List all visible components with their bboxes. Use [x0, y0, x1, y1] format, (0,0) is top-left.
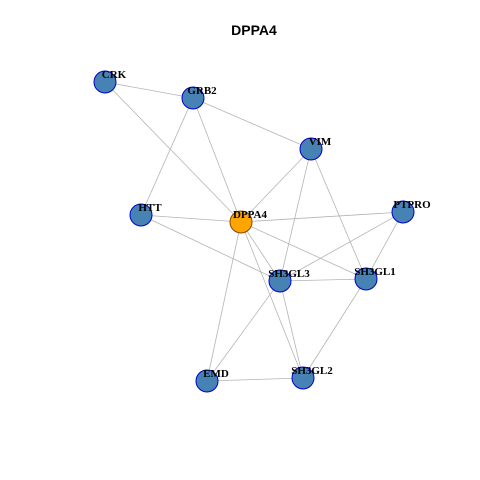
node-sh3gl3: SH3GL3 [268, 268, 310, 293]
edge-dppa4-sh3gl3 [240, 221, 281, 282]
edge-dppa4-emd [206, 221, 242, 382]
node-label: GRB2 [187, 85, 217, 97]
node-label: SH3GL1 [354, 266, 396, 278]
edge-sh3gl3-sh3gl1 [279, 278, 367, 282]
node-circle [181, 86, 205, 110]
edge-grb2-htt [140, 97, 194, 216]
node-circle [129, 203, 153, 227]
edge-htt-dppa4 [140, 214, 242, 223]
node-htt: HTT [129, 202, 162, 227]
edge-grb2-vim [192, 97, 312, 150]
node-grb2: GRB2 [181, 85, 217, 110]
node-dppa4: DPPA4 [229, 209, 268, 234]
edge-sh3gl3-sh3gl2 [279, 280, 304, 379]
node-circle [299, 137, 323, 161]
node-crk: CRK [93, 69, 127, 94]
edge-ptpro-sh3gl3 [279, 211, 404, 282]
node-ptpro: PTPRO [391, 199, 431, 224]
node-vim: VIM [299, 136, 332, 161]
node-label: SH3GL2 [291, 365, 333, 377]
edge-htt-sh3gl3 [140, 214, 281, 282]
node-label: HTT [138, 202, 162, 214]
edge-dppa4-sh3gl1 [240, 221, 367, 280]
node-circle [229, 210, 253, 234]
node-circle [291, 366, 315, 390]
edge-emd-sh3gl2 [206, 377, 304, 382]
node-circle [268, 269, 292, 293]
node-circle [93, 70, 117, 94]
node-label: EMD [203, 368, 229, 380]
node-emd: EMD [195, 368, 229, 393]
edge-vim-sh3gl1 [310, 148, 367, 280]
edge-dppa4-sh3gl2 [240, 221, 304, 379]
node-sh3gl1: SH3GL1 [354, 266, 396, 291]
node-label: VIM [309, 136, 332, 148]
edge-vim-sh3gl3 [279, 148, 312, 282]
edge-vim-dppa4 [240, 148, 312, 223]
edges-layer [104, 81, 404, 382]
edge-dppa4-ptpro [240, 211, 404, 223]
node-circle [195, 369, 219, 393]
node-label: SH3GL3 [268, 268, 310, 280]
node-circle [354, 267, 378, 291]
node-label: PTPRO [393, 199, 431, 211]
node-sh3gl2: SH3GL2 [291, 365, 333, 390]
edge-ptpro-sh3gl1 [365, 211, 404, 280]
edge-grb2-dppa4 [192, 97, 242, 223]
node-circle [391, 200, 415, 224]
edge-sh3gl1-sh3gl2 [302, 278, 367, 379]
node-label: DPPA4 [233, 209, 268, 221]
edge-crk-dppa4 [104, 81, 242, 223]
edge-sh3gl3-emd [206, 280, 281, 382]
edge-crk-grb2 [104, 81, 194, 99]
node-label: CRK [102, 69, 127, 81]
diagram-title: DPPA4 [231, 22, 277, 38]
